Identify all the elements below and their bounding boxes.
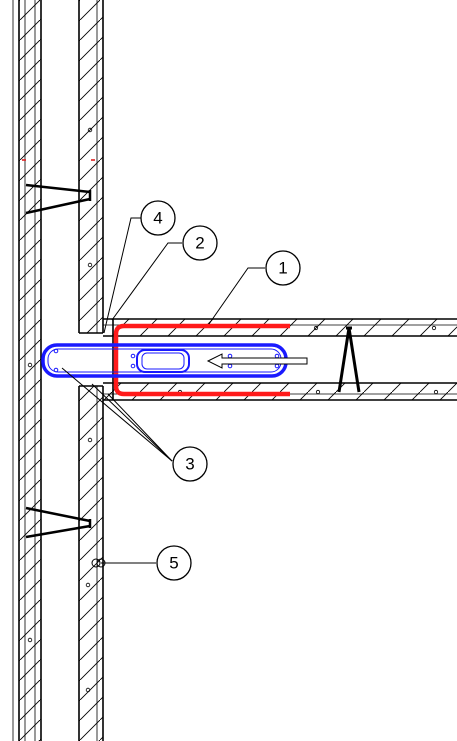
callout-5: 5 bbox=[156, 545, 192, 581]
callout-4-label: 4 bbox=[153, 209, 162, 228]
wall-tie-lower bbox=[25, 506, 92, 539]
inner-wall-leaf-upper bbox=[78, 0, 104, 334]
callout-2-label: 2 bbox=[195, 234, 204, 253]
callout-4: 4 bbox=[140, 200, 176, 236]
insertion-arrow-icon bbox=[206, 353, 308, 369]
callout-1: 1 bbox=[265, 250, 301, 286]
callout-3-label: 3 bbox=[185, 455, 194, 474]
callout-5-label: 5 bbox=[169, 554, 178, 573]
callout-leaders bbox=[61, 217, 265, 564]
red-u-stirrup bbox=[113, 323, 290, 397]
inner-wall-leaf-lower bbox=[78, 385, 104, 741]
lattice-girder bbox=[337, 326, 361, 393]
wall-rebar-dots bbox=[27, 127, 93, 693]
callout-1-label: 1 bbox=[278, 259, 287, 278]
fastener-marker-icon bbox=[91, 558, 106, 568]
wall-tie-upper bbox=[25, 183, 92, 215]
outer-wall-leaf bbox=[12, 0, 42, 741]
callout-3: 3 bbox=[172, 446, 208, 482]
callout-2: 2 bbox=[182, 225, 218, 261]
